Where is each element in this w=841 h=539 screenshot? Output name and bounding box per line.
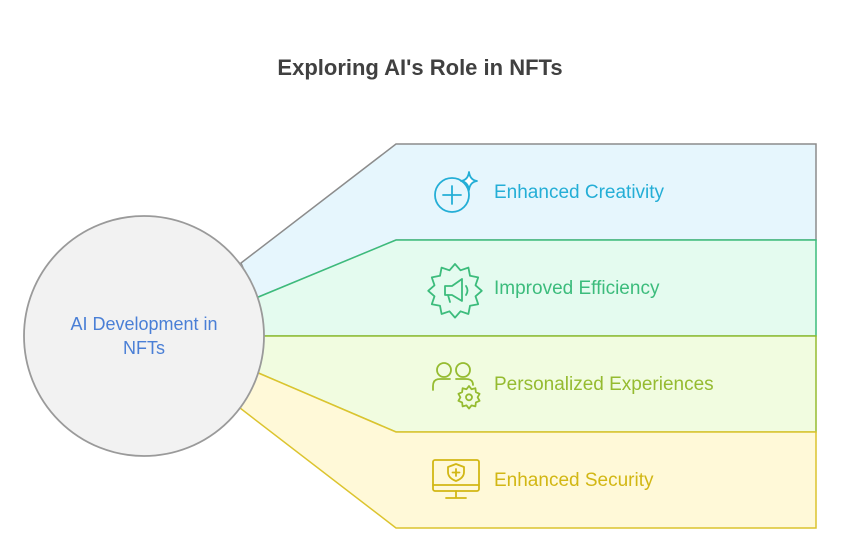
segment-label: Enhanced Creativity <box>494 182 665 203</box>
hub-node: AI Development in NFTs <box>23 215 265 457</box>
sparkle-plus-icon <box>434 171 478 213</box>
users-gear-icon <box>432 362 481 410</box>
segment-improved-efficiency: Improved Efficiency <box>255 239 817 337</box>
diagram-title: Exploring AI's Role in NFTs <box>277 55 562 80</box>
monitor-shield-icon <box>432 459 480 499</box>
hub-label-line2: NFTs <box>123 338 165 358</box>
segment-label: Improved Efficiency <box>494 278 660 299</box>
segment-label: Personalized Experiences <box>494 374 714 395</box>
hub-circle <box>23 215 265 457</box>
segment-personalized-experiences: Personalized Experiences <box>255 335 817 433</box>
segment-label: Enhanced Security <box>494 470 654 491</box>
hub-label-line1: AI Development in <box>70 314 217 334</box>
gear-megaphone-icon <box>427 263 483 319</box>
